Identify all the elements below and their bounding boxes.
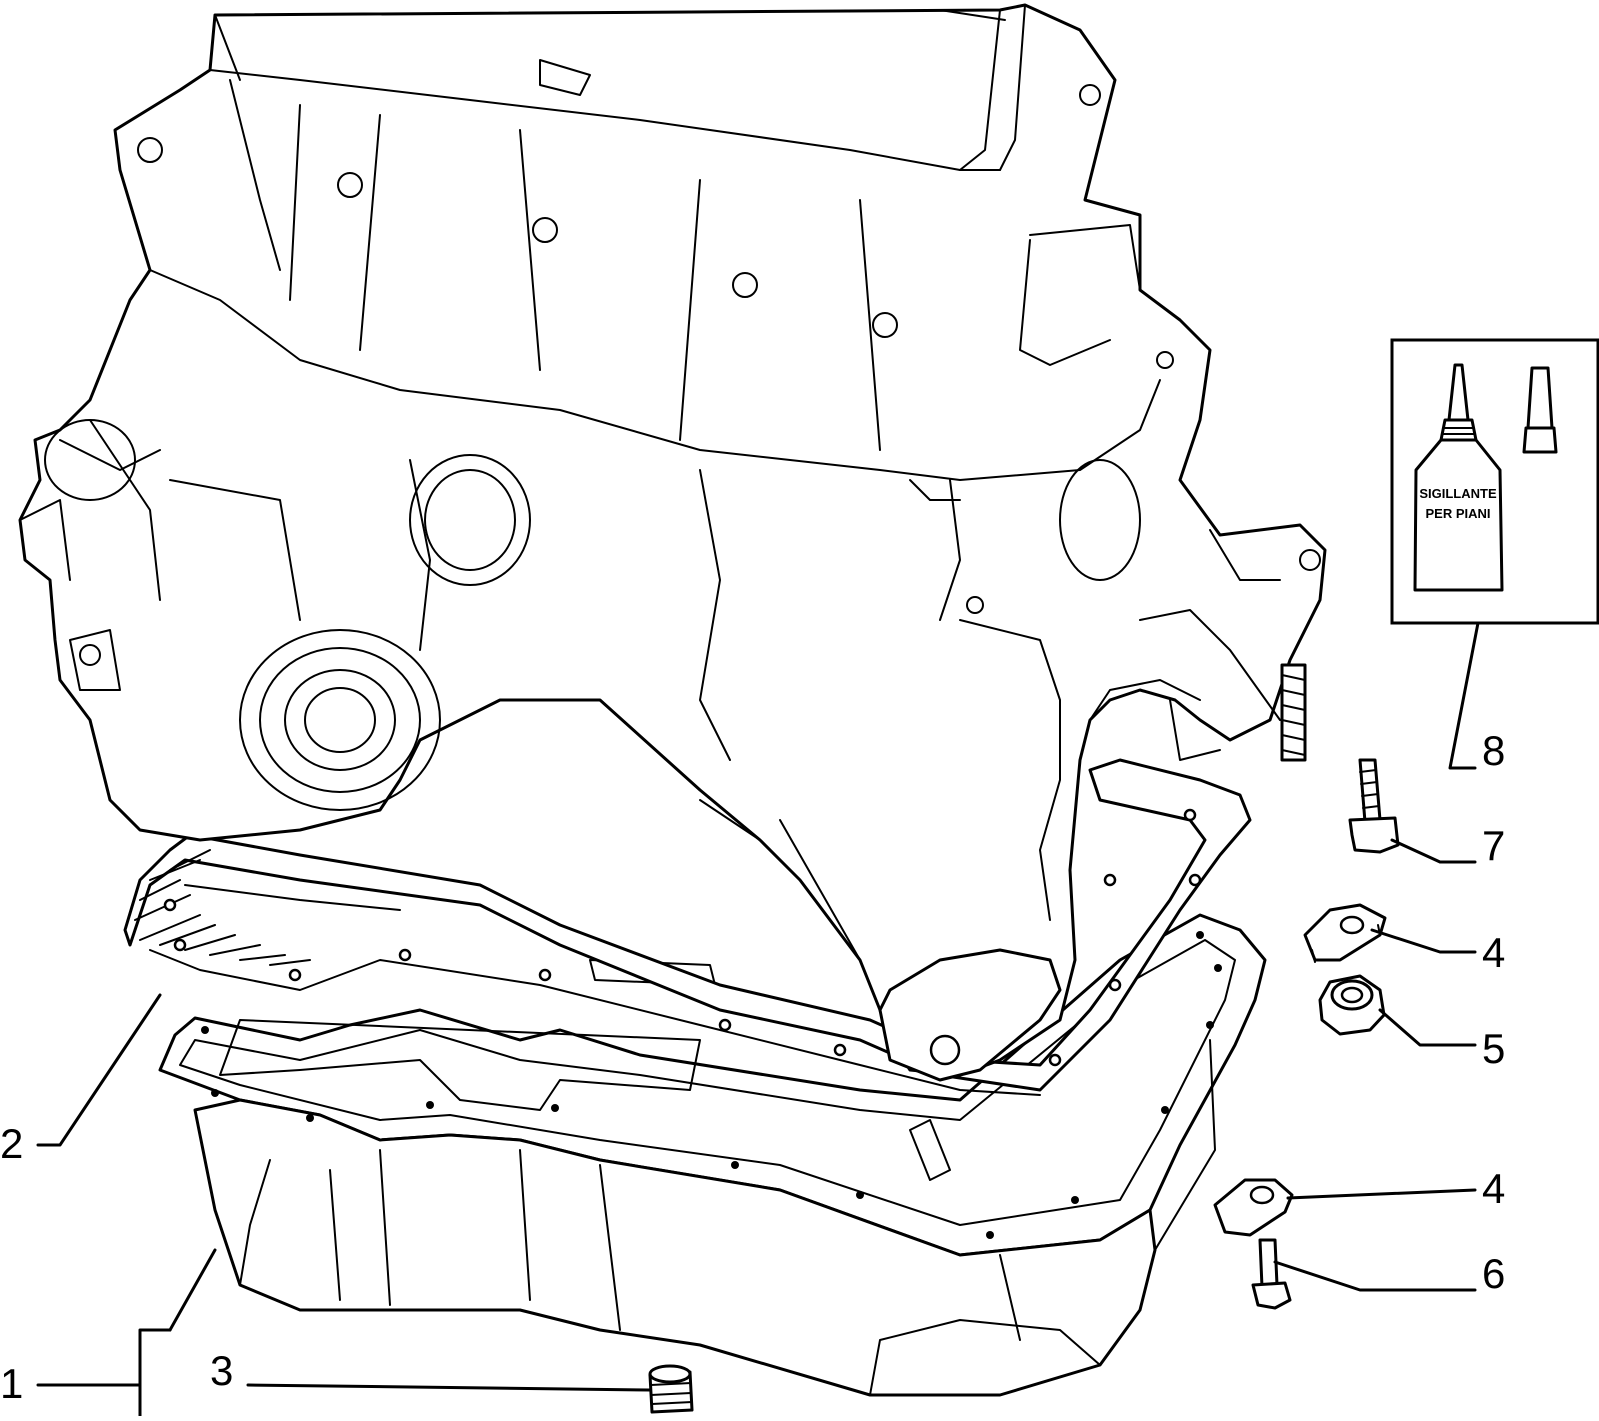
part-3-drain-plug — [648, 1364, 694, 1414]
callout-7: 7 — [1482, 822, 1505, 869]
sealant-tube-icon: SIGILLANTE PER PIANI — [1413, 363, 1504, 592]
sealant-cap-icon — [1522, 366, 1558, 454]
part-6-bolt — [1251, 1238, 1292, 1310]
oil-pan-gasket — [123, 758, 1252, 1096]
oil-pan — [158, 913, 1267, 1397]
callout-5: 5 — [1482, 1025, 1505, 1072]
engine-block — [18, 3, 1327, 1082]
part-4-washer-upper — [1303, 903, 1387, 963]
callout-labels: 1 2 3 4 4 5 6 7 8 — [0, 727, 1505, 1407]
part-7-bolt — [1348, 758, 1400, 854]
part-5-nut — [1318, 974, 1386, 1036]
stud-bolt — [1280, 663, 1307, 762]
callout-6: 6 — [1482, 1250, 1505, 1297]
callout-4-lower: 4 — [1482, 1165, 1505, 1212]
callout-1: 1 — [0, 1360, 23, 1407]
part-8-sealant-box: SIGILLANTE PER PIANI — [1390, 338, 1599, 625]
leader-lines — [36, 621, 1480, 1420]
callout-8: 8 — [1482, 727, 1505, 774]
callout-4-upper: 4 — [1482, 929, 1505, 976]
sealant-label-line1: SIGILLANTE — [1419, 486, 1497, 501]
part-4-washer-lower — [1213, 1178, 1294, 1237]
callout-2: 2 — [0, 1120, 23, 1167]
sealant-label-line2: PER PIANI — [1425, 506, 1490, 521]
callout-3: 3 — [210, 1347, 233, 1394]
